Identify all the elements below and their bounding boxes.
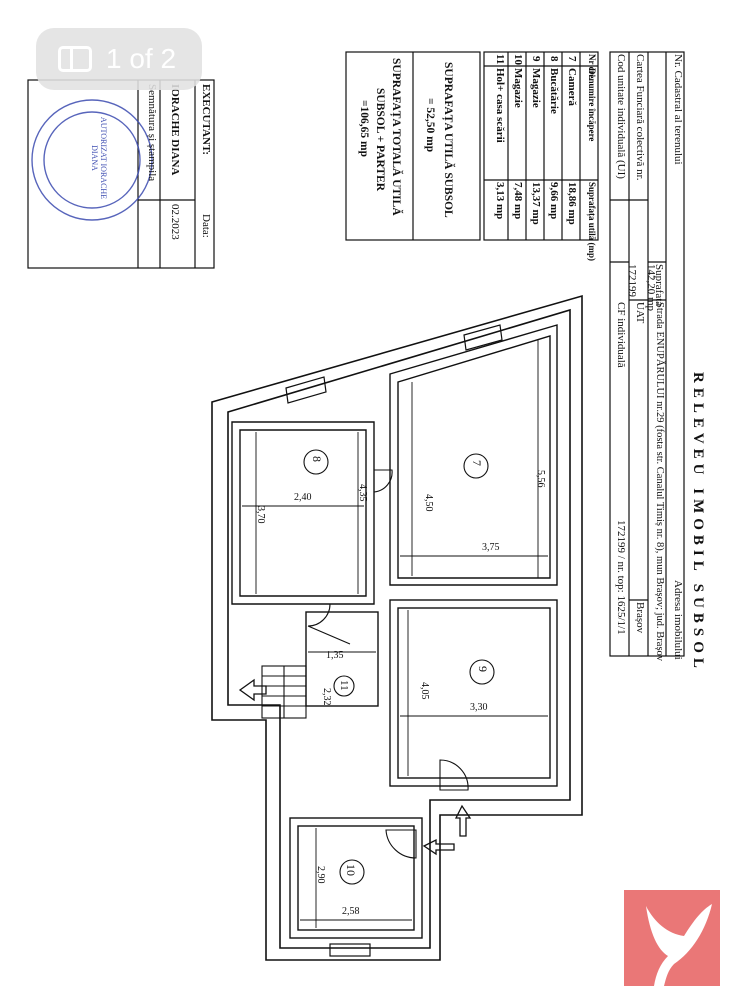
table-row-area: 7,48 mp [512, 182, 524, 220]
table-row-area: 9,66 mp [548, 182, 560, 220]
rooms-table-grid [345, 51, 599, 241]
stamp [31, 99, 153, 221]
room-circles [303, 449, 495, 885]
executant-label: EXECUTANT: [200, 84, 212, 156]
room-dimension: 2,58 [342, 906, 360, 917]
table-row-area: 13,37 mp [530, 182, 542, 225]
uat-value: Brașov [634, 602, 646, 634]
cf-individuala-value: 172199 / nr. top: 1625/1/1 [615, 520, 627, 635]
cadastral-label: Nr. Cadastral al terenului [672, 54, 684, 165]
table-row-nr: 11 [494, 54, 506, 65]
room-11-walls [305, 611, 379, 707]
executant-name: IORACHE DIANA [169, 84, 181, 176]
room-dimension: 3,70 [255, 506, 266, 524]
table-row-area: 18,86 mp [566, 182, 578, 225]
signature-label: Semnătura și ștampila [146, 84, 158, 182]
room-9-walls [389, 599, 558, 787]
table-row-nr: 10 [512, 54, 524, 65]
room-dimension: 3,75 [482, 542, 500, 553]
room-dimension: 2,40 [294, 492, 312, 503]
table-row-name: Cameră [566, 68, 578, 106]
room-number: 10 [344, 864, 358, 876]
total-subsol-label: SUPRAFAȚA UTILĂ SUBSOL [442, 62, 454, 218]
table-row-name: Magazie [512, 68, 524, 108]
room-number: 11 [338, 680, 350, 691]
document-title: RELEVEU IMOBIL SUBSOL [690, 372, 706, 673]
room-dimension: 1,35 [326, 650, 344, 661]
room-number: 9 [476, 666, 490, 672]
cf-colectiva-label: Cartea Funciară colectivă nr. [634, 54, 646, 181]
address-value: Strada ENUPĂRULUI nr.29 (fosta str. Cana… [654, 302, 665, 662]
room-dimension: 5,56 [535, 470, 546, 488]
stamp-text: AUTORIZAT IORACHE DIANA [90, 116, 108, 200]
outer-walls [211, 294, 583, 961]
cf-colectiva-value: 172199 [626, 264, 638, 297]
room-dimension: 3,30 [470, 702, 488, 713]
dimension-lines [242, 340, 548, 928]
header-table-grid [609, 51, 685, 657]
stairs [261, 665, 307, 719]
table-row-nr: 8 [548, 56, 560, 62]
room-dimension: 4,35 [357, 484, 368, 502]
entry-arrows [238, 678, 472, 856]
page-icon [58, 46, 92, 72]
table-row-name: Bucătărie [548, 68, 560, 114]
table-row-name: Magazie [530, 68, 542, 108]
total-all-label: SUPRAFAȚA TOTALĂ UTILĂ [390, 58, 402, 216]
cod-ui-label: Cod unitate individuală (UI) [615, 54, 627, 179]
room-dimension: 2,32 [321, 688, 332, 706]
room-8-walls [231, 421, 375, 605]
room-7-walls [389, 324, 558, 586]
room-dimension: 4,50 [423, 494, 434, 512]
date-label: Data: [200, 214, 212, 238]
total-subsol-value: = 52,50 mp [424, 98, 436, 153]
room-number: 8 [310, 456, 324, 462]
table-header-name: Denumire încăpere [587, 68, 597, 142]
table-row-name: Hol+ casa scării [494, 68, 506, 143]
windows [285, 324, 503, 957]
room-10-walls [289, 817, 423, 939]
page-indicator-label: 1 of 2 [106, 43, 177, 74]
table-row-nr: 9 [530, 56, 542, 62]
address-label: Adresa imobilului [672, 580, 684, 660]
room-number: 7 [470, 460, 484, 466]
company-logo [624, 890, 720, 986]
page-indicator[interactable]: 1 of 2 [36, 28, 202, 90]
room-dimension: 4,05 [419, 682, 430, 700]
room-dimension: 2,90 [315, 866, 326, 884]
date-value: 02.2023 [169, 204, 181, 240]
table-row-area: 3,13 mp [494, 182, 506, 220]
uat-label: UAT [634, 302, 646, 324]
total-all-sub: SUBSOL + PARTER [374, 88, 386, 192]
table-row-nr: 7 [566, 56, 578, 62]
total-all-value: =106,65 mp [358, 100, 370, 158]
doors [307, 469, 469, 859]
table-header-area: Suprafața utilă (mp) [587, 182, 597, 262]
cf-individuala-label: CF individuală [615, 302, 627, 368]
surface-value: 142,20 mp [645, 264, 657, 312]
